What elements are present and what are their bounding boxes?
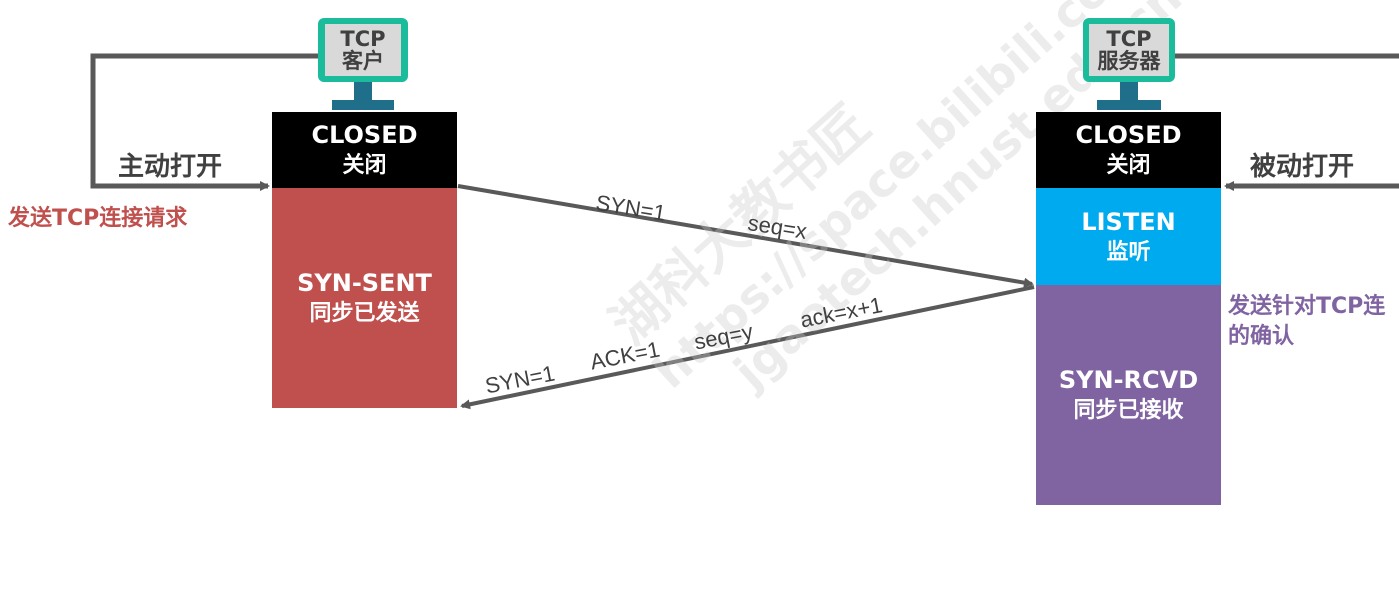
client-state-closed: CLOSED 关闭 <box>272 112 457 188</box>
syn-ack-arrow <box>460 285 1035 410</box>
server-listen-cn: 监听 <box>1106 239 1151 265</box>
server-ack-note-line2: 的确认 <box>1228 324 1295 349</box>
server-computer-icon: TCP 服务器 <box>1083 18 1175 110</box>
server-ack-note-line1: 发送针对TCP连 <box>1228 294 1386 319</box>
client-open-label: 主动打开 <box>118 152 223 182</box>
server-open-label: 被动打开 <box>1250 152 1355 182</box>
client-syn-sent-cn: 同步已发送 <box>309 301 420 326</box>
syn-arrow <box>457 184 1034 288</box>
client-open-arrow <box>90 53 330 191</box>
server-ack-note: 发送针对TCP连 的确认 <box>1228 292 1385 352</box>
server-state-listen: LISTEN 监听 <box>1036 188 1221 285</box>
client-state-syn-sent: SYN-SENT 同步已发送 <box>272 188 457 408</box>
client-request-note: 发送TCP连接请求 <box>8 206 188 231</box>
server-closed-en: CLOSED <box>1075 121 1182 149</box>
server-syn-rcvd-cn: 同步已接收 <box>1073 398 1184 423</box>
server-state-closed: CLOSED 关闭 <box>1036 112 1221 188</box>
server-title-line1: TCP <box>1106 27 1152 51</box>
client-syn-sent-en: SYN-SENT <box>297 269 432 297</box>
server-state-syn-rcvd: SYN-RCVD 同步已接收 <box>1036 285 1221 505</box>
client-title-line1: TCP <box>340 27 386 51</box>
client-closed-cn: 关闭 <box>342 153 387 178</box>
server-listen-en: LISTEN <box>1081 207 1176 236</box>
client-computer-icon: TCP 客户 <box>318 18 408 110</box>
client-title-line2: 客户 <box>342 49 384 73</box>
server-syn-rcvd-en: SYN-RCVD <box>1058 366 1199 394</box>
server-closed-cn: 关闭 <box>1106 153 1151 178</box>
client-closed-en: CLOSED <box>311 121 418 149</box>
server-title-line2: 服务器 <box>1097 49 1161 73</box>
